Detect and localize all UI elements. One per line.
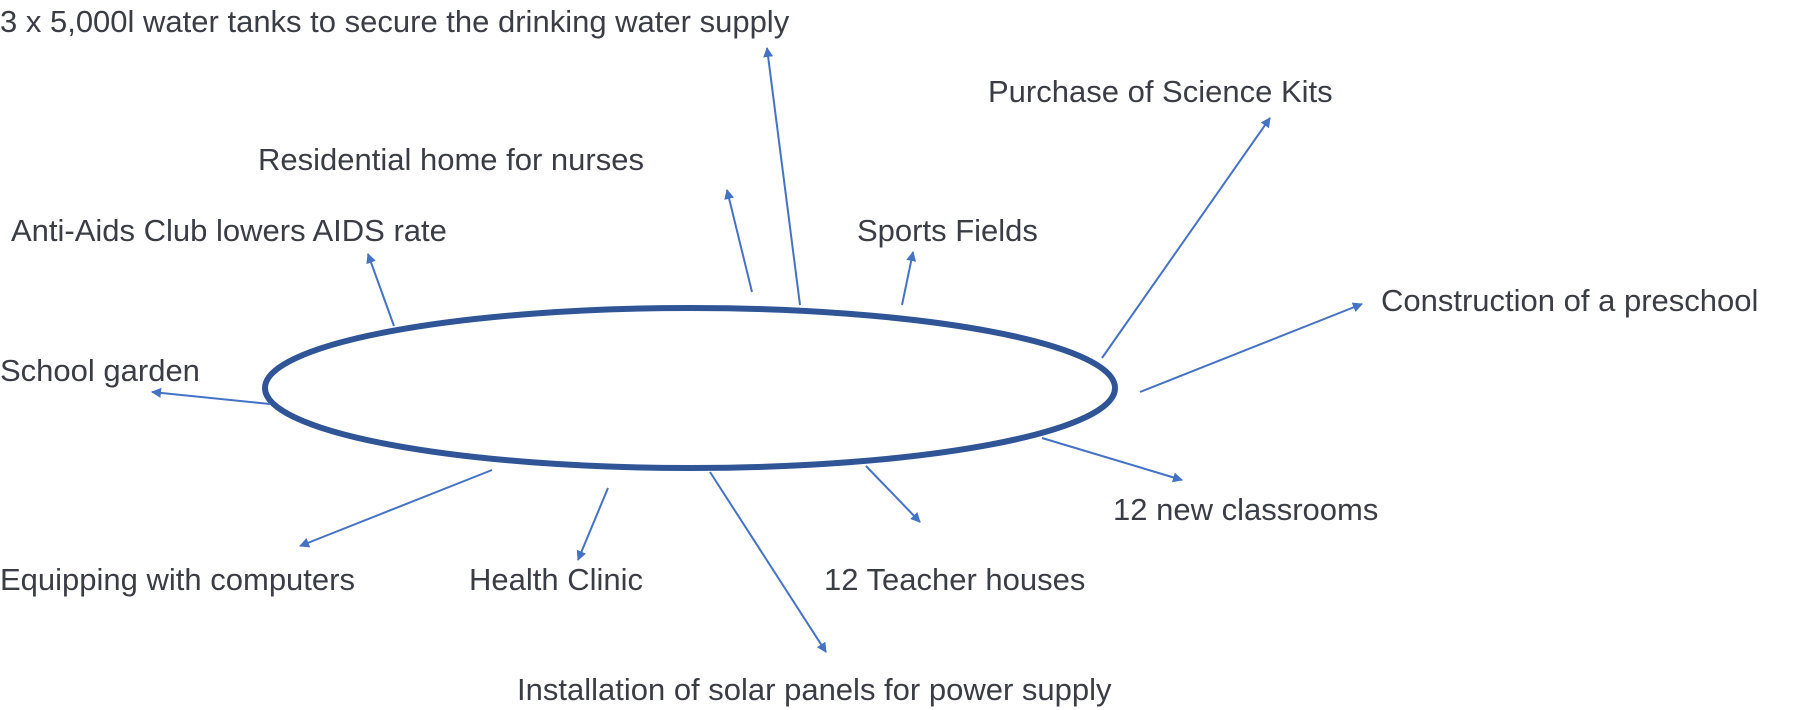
arrow-health-clinic xyxy=(576,487,609,561)
label-science-kits: Purchase of Science Kits xyxy=(988,74,1333,109)
label-computers: Equipping with computers xyxy=(0,562,355,597)
label-new-classrooms: 12 new classrooms xyxy=(1113,492,1378,527)
arrows xyxy=(151,47,1363,653)
central-ellipse xyxy=(262,305,1118,471)
arrow-computers xyxy=(299,469,493,548)
arrow-school-garden xyxy=(151,387,271,405)
label-school-garden: School garden xyxy=(0,353,200,388)
arrow-preschool xyxy=(1139,302,1363,393)
arrow-science-kits xyxy=(1101,117,1271,359)
label-water-tanks: 3 x 5,000l water tanks to secure the dri… xyxy=(0,4,790,39)
label-preschool: Construction of a preschool xyxy=(1381,283,1758,318)
arrow-sports-fields xyxy=(901,251,917,306)
label-health-clinic: Health Clinic xyxy=(469,562,643,597)
arrow-anti-aids xyxy=(366,253,395,327)
arrow-nurses-home xyxy=(724,189,753,293)
label-anti-aids: Anti-Aids Club lowers AIDS rate xyxy=(11,213,447,248)
arrow-water-tanks xyxy=(763,47,801,306)
arrow-new-classrooms xyxy=(1041,437,1183,483)
arrow-teacher-houses xyxy=(865,465,921,523)
label-nurses-home: Residential home for nurses xyxy=(258,142,644,177)
label-teacher-houses: 12 Teacher houses xyxy=(824,562,1085,597)
arrow-solar-panels xyxy=(709,471,827,653)
label-solar-panels: Installation of solar panels for power s… xyxy=(517,672,1112,707)
label-sports-fields: Sports Fields xyxy=(857,213,1038,248)
